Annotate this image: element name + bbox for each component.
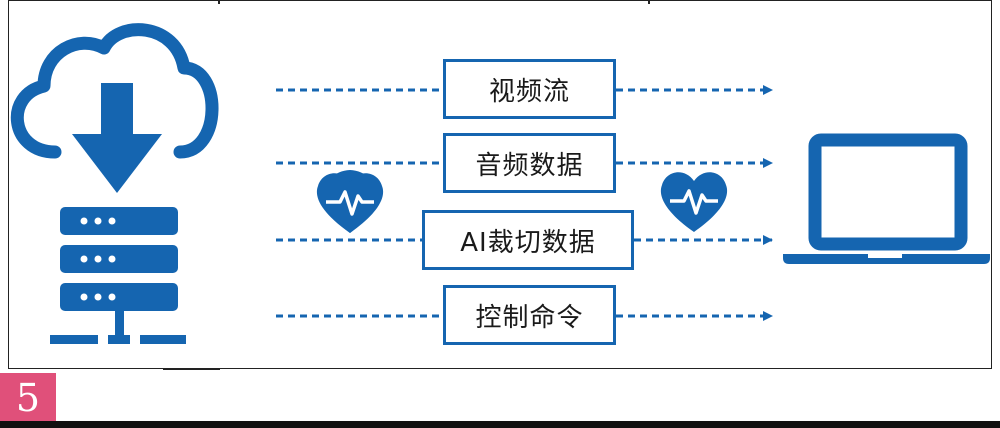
bottom-rule bbox=[0, 421, 1000, 428]
label-ai-crop-data: AI裁切数据 bbox=[422, 210, 634, 270]
frame-notch bbox=[163, 368, 220, 370]
server-icon bbox=[50, 207, 186, 344]
laptop-icon bbox=[783, 133, 990, 264]
frame-tick bbox=[648, 0, 650, 4]
label-audio-data: 音频数据 bbox=[443, 133, 616, 193]
label-video-stream: 视频流 bbox=[443, 59, 616, 119]
frame-tick bbox=[218, 0, 220, 4]
cloud-download-icon bbox=[10, 23, 219, 193]
label-control-command: 控制命令 bbox=[443, 285, 616, 345]
page-number-badge: 5 bbox=[0, 373, 56, 423]
flow-lines bbox=[276, 85, 773, 321]
heartbeat-icon-right bbox=[660, 172, 728, 232]
heartbeat-icon-left bbox=[316, 170, 384, 233]
